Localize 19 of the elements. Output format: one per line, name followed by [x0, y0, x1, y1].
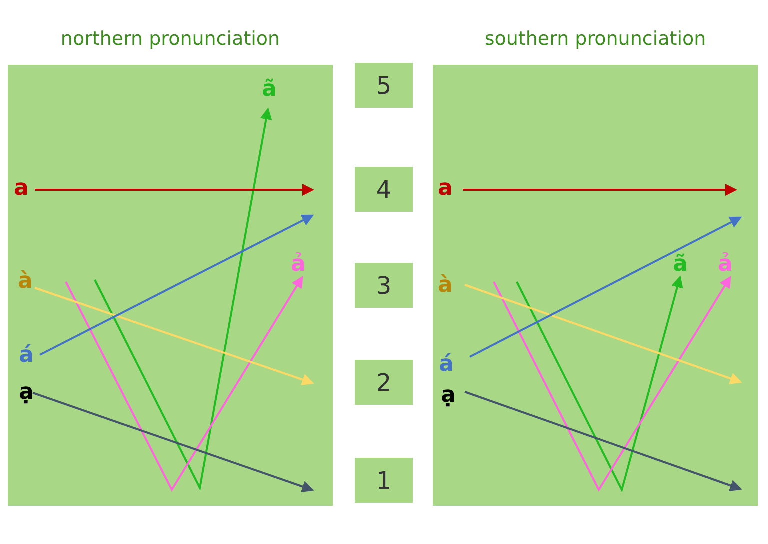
pitch-level-box: 2: [355, 360, 413, 405]
tone-letter: ã: [673, 253, 688, 277]
pitch-level-box: 4: [355, 167, 413, 212]
tone-letter: ã: [262, 78, 277, 102]
tone-letter: a: [14, 177, 29, 201]
tone-letter: ạ: [441, 384, 456, 408]
panel-heading: southern pronunciation: [484, 28, 708, 50]
tone-letter: ạ: [19, 381, 34, 405]
pitch-level-box: 3: [355, 263, 413, 308]
tone-letter: á: [439, 353, 454, 377]
tone-letter: á: [19, 344, 34, 368]
tone-letter: ả: [718, 253, 733, 277]
tone-letter: ả: [291, 253, 306, 277]
tone-letter: a: [438, 177, 453, 201]
panel-heading: northern pronunciation: [60, 28, 282, 50]
pitch-level-box: 1: [355, 458, 413, 503]
tone-letter: à: [438, 274, 453, 298]
pitch-level-box: 5: [355, 63, 413, 108]
tone-letter: à: [18, 270, 33, 294]
